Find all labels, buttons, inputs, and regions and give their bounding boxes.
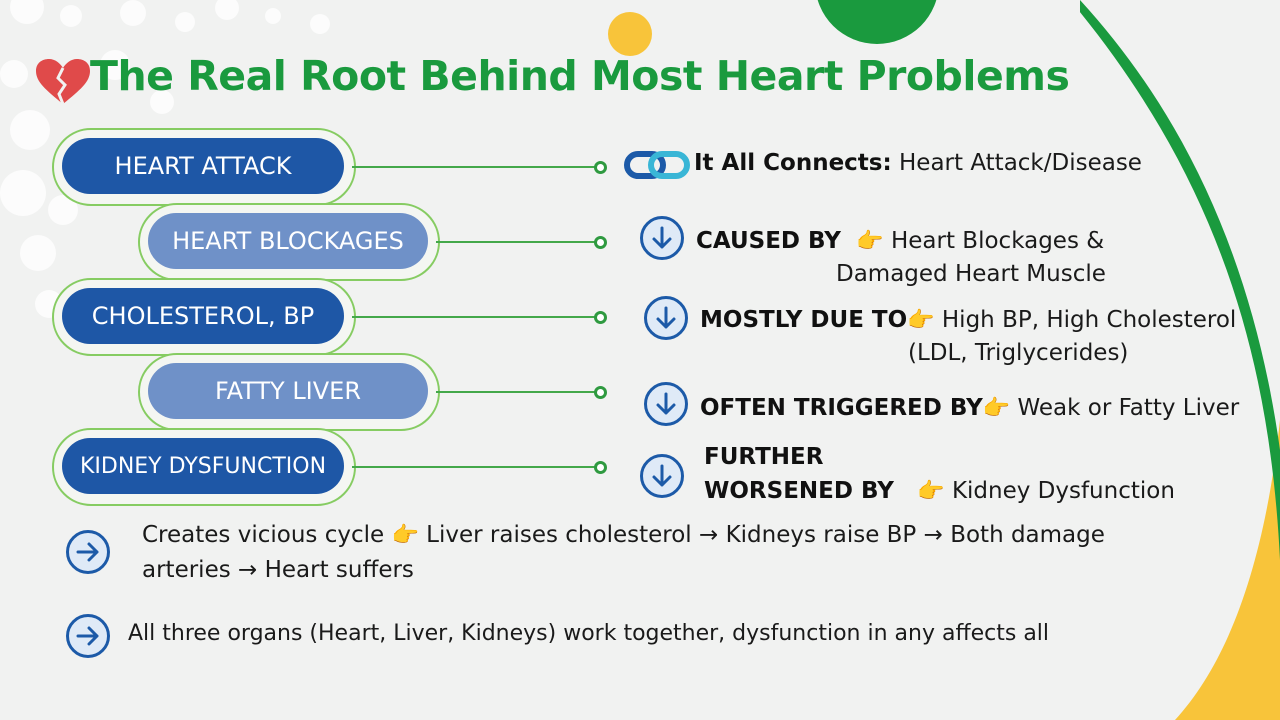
yellow-dot-decoration <box>608 12 652 56</box>
connector-node-5 <box>594 461 607 474</box>
bullet-1-line2: arteries → Heart suffers <box>142 557 414 583</box>
connector-line-3 <box>352 316 596 318</box>
pointing-hand-icon: 👉 <box>917 479 945 504</box>
row-2-value-line2: (LDL, Triglycerides) <box>908 340 1129 366</box>
swoosh-decoration <box>1080 0 1280 720</box>
row-2-label: MOSTLY DUE TO <box>700 307 908 333</box>
connector-node-3 <box>594 311 607 324</box>
connector-node-4 <box>594 386 607 399</box>
row-1-label: CAUSED BY <box>696 228 841 254</box>
pill-heart-blockages: HEART BLOCKAGES <box>148 213 428 269</box>
pointing-hand-icon: 👉 <box>982 396 1011 421</box>
pointing-hand-icon: 👉 <box>907 308 935 333</box>
pointing-hand-icon: 👉 <box>856 229 884 254</box>
row-2-text: MOSTLY DUE TO👉 High BP, High Cholesterol <box>700 307 1236 333</box>
pill-heart-attack: HEART ATTACK <box>62 138 344 194</box>
row-4-value: Kidney Dysfunction <box>951 478 1175 504</box>
connector-line-1 <box>352 166 596 168</box>
row-3-label: OFTEN TRIGGERED BY <box>700 395 983 421</box>
row-4-text: WORSENED BY 👉 Kidney Dysfunction <box>704 478 1175 504</box>
connector-node-2 <box>594 236 607 249</box>
arrow-right-circle-icon <box>66 530 110 574</box>
connector-line-4 <box>436 391 596 393</box>
page-title: The Real Root Behind Most Heart Problems <box>90 52 1070 100</box>
broken-heart-icon <box>36 59 90 105</box>
row-3-text: OFTEN TRIGGERED BY👉 Weak or Fatty Liver <box>700 395 1239 421</box>
arrow-down-circle-icon <box>640 216 684 260</box>
pill-cholesterol-bp: CHOLESTEROL, BP <box>62 288 344 344</box>
row-2-value: High BP, High Cholesterol <box>941 307 1237 333</box>
pill-fatty-liver: FATTY LIVER <box>148 363 428 419</box>
row-0-text: It All Connects: Heart Attack/Disease <box>694 150 1142 176</box>
connector-line-2 <box>436 241 596 243</box>
connector-line-5 <box>352 466 596 468</box>
pill-kidney-dysfunction: KIDNEY DYSFUNCTION <box>62 438 344 494</box>
pointing-hand-icon: 👉 <box>391 523 419 548</box>
link-icon <box>624 151 690 179</box>
row-1-text: CAUSED BY 👉 Heart Blockages & <box>696 228 1104 254</box>
row-4-label-line2: WORSENED BY <box>704 478 894 504</box>
green-circle-decoration <box>815 0 939 44</box>
row-0-label: It All Connects: <box>694 150 892 176</box>
connector-node-1 <box>594 161 607 174</box>
bullet-2: All three organs (Heart, Liver, Kidneys)… <box>128 621 1050 646</box>
row-1-value-line2: Damaged Heart Muscle <box>836 261 1106 287</box>
row-3-value: Weak or Fatty Liver <box>1017 395 1240 421</box>
row-4-label: FURTHER <box>704 444 824 470</box>
arrow-down-circle-icon <box>644 296 688 340</box>
bullet-1-lead: Creates vicious cycle <box>142 522 385 548</box>
arrow-right-circle-icon <box>66 614 110 658</box>
bullet-1-cycle: Liver raises cholesterol → Kidneys raise… <box>426 522 1105 548</box>
arrow-down-circle-icon <box>640 454 684 498</box>
bullet-1-line1: Creates vicious cycle 👉 Liver raises cho… <box>142 522 1105 548</box>
arrow-down-circle-icon <box>644 382 688 426</box>
row-0-value: Heart Attack/Disease <box>899 150 1142 176</box>
row-1-value: Heart Blockages & <box>890 228 1105 254</box>
